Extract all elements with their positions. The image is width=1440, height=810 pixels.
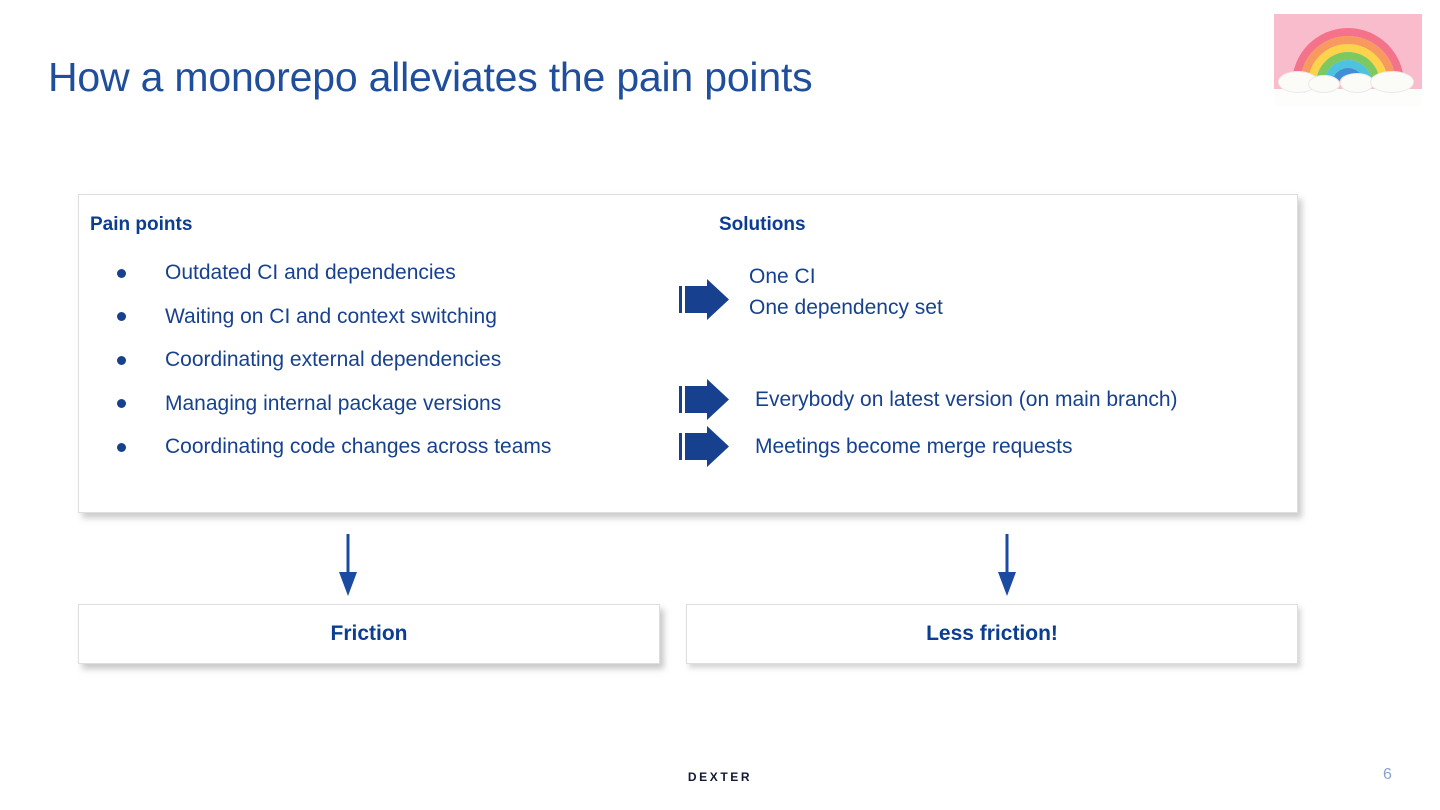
pain-points-list: Outdated CI and dependencies Waiting on … (79, 251, 679, 469)
outcome-box-less-friction: Less friction! (686, 604, 1298, 664)
rainbow-ground (1274, 89, 1422, 106)
pain-point-text: Managing internal package versions (165, 391, 502, 415)
pain-points-heading: Pain points (90, 214, 193, 235)
footer-logo: DEXTER (687, 770, 753, 784)
pain-point-text: Outdated CI and dependencies (165, 261, 456, 284)
bullet-icon (117, 312, 126, 322)
list-item: Managing internal package versions (79, 382, 679, 426)
pain-point-text: Coordinating external dependencies (165, 348, 502, 371)
rainbow-arc-green (1316, 52, 1380, 84)
down-arrow-icon (998, 534, 1016, 596)
bullet-icon (117, 355, 126, 365)
outcome-box-friction: Friction (78, 604, 660, 664)
solution-line: One CI (749, 265, 816, 288)
down-arrow-icon (339, 534, 357, 596)
page-number: 6 (1383, 766, 1392, 783)
outcome-label: Less friction! (926, 622, 1058, 645)
solution-line: One dependency set (749, 296, 943, 319)
solution-text: One CI One dependency set (749, 261, 943, 323)
cloud-balloon (1370, 71, 1414, 93)
right-arrow-icon (679, 379, 729, 420)
bullet-icon (117, 442, 126, 452)
rainbow-arc-cyan (1324, 60, 1372, 84)
pain-point-text: Coordinating code changes across teams (165, 435, 552, 458)
bullet-icon (117, 268, 126, 278)
list-item: Outdated CI and dependencies (79, 251, 679, 295)
solution-line: Everybody on latest version (on main bra… (755, 388, 1178, 411)
bullet-icon (117, 399, 126, 409)
list-item: Coordinating external dependencies (79, 338, 679, 382)
cloud-balloon (1308, 75, 1340, 93)
solutions-heading: Solutions (719, 214, 806, 235)
pain-points-solutions-card: Pain points Solutions Outdated CI and de… (78, 194, 1298, 513)
right-arrow-icon (679, 426, 729, 467)
right-arrow-icon (679, 279, 729, 320)
outcome-label: Friction (330, 622, 408, 645)
balloon-rainbow-image (1274, 14, 1422, 106)
list-item: Coordinating code changes across teams (79, 425, 679, 469)
solution-text: Meetings become merge requests (755, 431, 1073, 462)
pain-point-text: Waiting on CI and context switching (165, 304, 497, 328)
cloud-balloon (1340, 73, 1374, 93)
cloud-balloon (1278, 71, 1318, 93)
list-item: Waiting on CI and context switching (79, 295, 679, 339)
page-title: How a monorepo alleviates the pain point… (48, 54, 813, 100)
solution-text: Everybody on latest version (on main bra… (755, 384, 1178, 415)
solution-line: Meetings become merge requests (755, 435, 1073, 458)
